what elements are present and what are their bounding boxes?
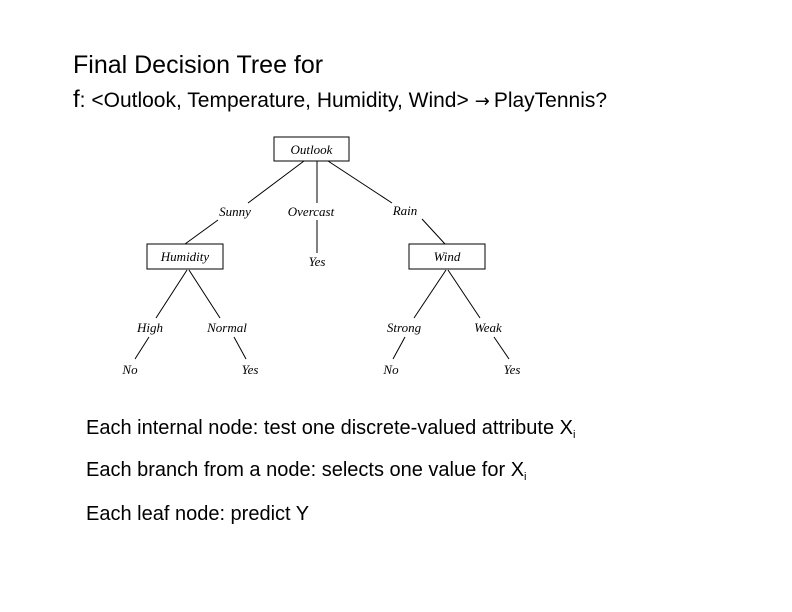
- leaf-high-no: No: [121, 362, 138, 377]
- leaf-overcast-yes: Yes: [309, 254, 326, 269]
- leaf-normal-yes: Yes: [242, 362, 259, 377]
- node-humidity: Humidity: [146, 243, 224, 270]
- edge-normal-yes: [233, 336, 247, 360]
- node-humidity-label: Humidity: [160, 249, 210, 264]
- edge-outlook-sunny: [247, 160, 305, 204]
- leaf-strong-no: No: [382, 362, 399, 377]
- node-wind-label: Wind: [434, 249, 461, 264]
- branch-weak: Weak: [474, 320, 502, 335]
- branch-strong: Strong: [387, 320, 422, 335]
- title-line-1: Final Decision Tree for: [73, 51, 324, 79]
- bullet-branch: Each branch from a node: selects one val…: [86, 458, 527, 483]
- bullet-internal-node: Each internal node: test one discrete-va…: [86, 416, 576, 441]
- edge-wind-strong: [413, 269, 447, 319]
- leaf-weak-yes: Yes: [504, 362, 521, 377]
- function-symbol: f: [73, 86, 80, 113]
- edge-rain-wind: [421, 218, 446, 245]
- edge-sunny-humidity: [184, 219, 219, 245]
- bullet-subscript: i: [524, 471, 527, 483]
- title-line-2: f: <Outlook, Temperature, Humidity, Wind…: [73, 87, 607, 115]
- bullet-text: Each leaf node: predict Y: [86, 503, 310, 525]
- edge-humidity-high: [155, 269, 188, 319]
- branch-normal: Normal: [206, 320, 247, 335]
- function-signature: : <Outlook, Temperature, Humidity, Wind>: [79, 89, 469, 112]
- node-wind: Wind: [408, 243, 486, 270]
- bullet-text: Each branch from a node: selects one val…: [86, 459, 525, 481]
- bullet-text: Each internal node: test one discrete-va…: [86, 417, 573, 439]
- target-label: PlayTennis?: [493, 89, 608, 112]
- branch-overcast: Overcast: [288, 204, 335, 219]
- bullet-subscript: i: [572, 429, 576, 441]
- edge-strong-no: [392, 336, 406, 360]
- bullet-leaf-node: Each leaf node: predict Y: [86, 502, 309, 526]
- branch-rain: Rain: [392, 203, 418, 218]
- edge-high-no: [134, 336, 150, 360]
- node-outlook-label: Outlook: [291, 142, 333, 157]
- branch-sunny: Sunny: [219, 204, 251, 219]
- arrow-right-icon: →: [474, 91, 490, 112]
- edge-outlook-rain: [327, 160, 393, 204]
- edge-humidity-normal: [188, 269, 221, 319]
- edge-wind-weak: [447, 269, 481, 319]
- edge-weak-yes: [493, 336, 510, 360]
- branch-high: High: [136, 320, 163, 335]
- node-outlook: Outlook: [273, 136, 350, 162]
